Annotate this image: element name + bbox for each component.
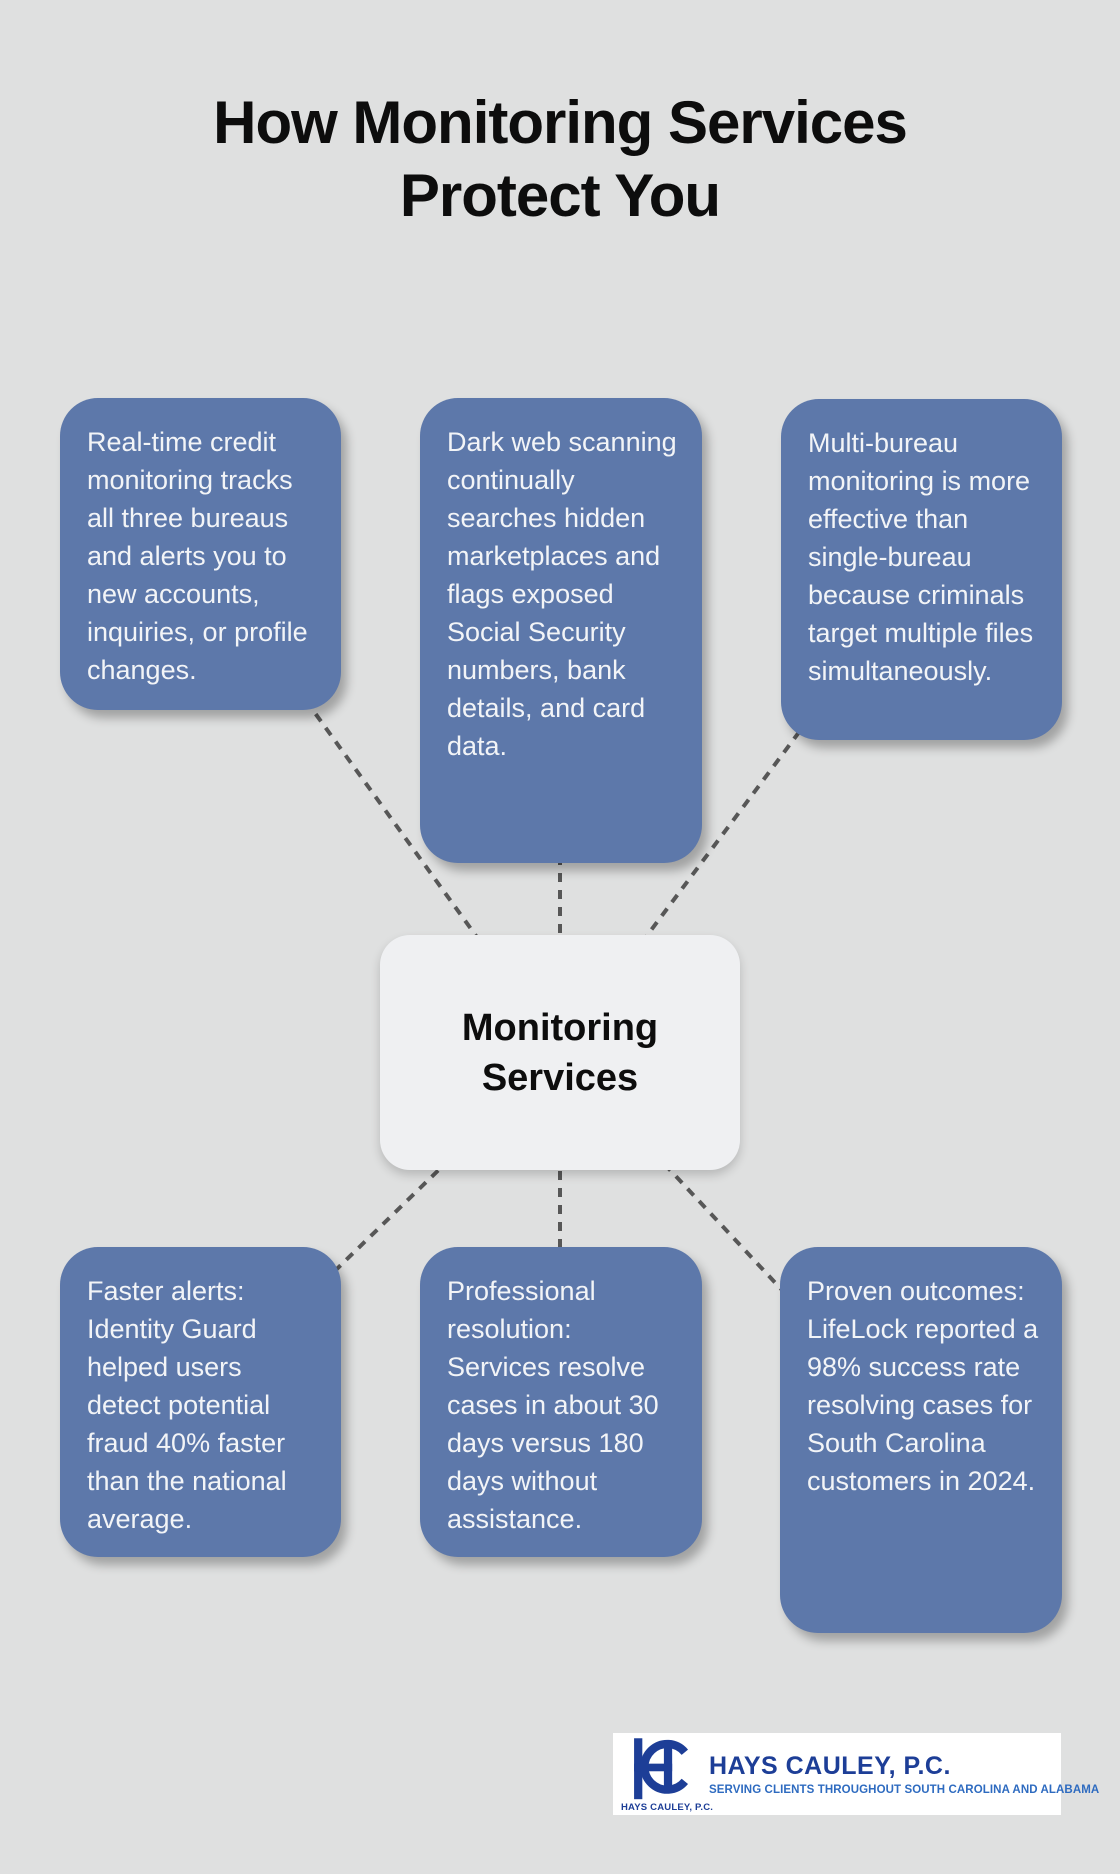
benefit-box-faster-alerts: Faster alerts: Identity Guard helped use… (60, 1247, 341, 1557)
benefit-text: Proven outcomes: LifeLock reported a 98%… (807, 1276, 1039, 1496)
benefit-text: Multi-bureau monitoring is more effectiv… (808, 428, 1034, 686)
benefit-box-proven-outcomes: Proven outcomes: LifeLock reported a 98%… (780, 1247, 1062, 1633)
page-title-line2: Protect You (399, 162, 721, 229)
benefit-text: Faster alerts: Identity Guard helped use… (87, 1276, 287, 1534)
benefit-box-dark-web-scanning: Dark web scanning continually searches h… (420, 398, 702, 863)
logo-text-block: HAYS CAULEY, P.C. SERVING CLIENTS THROUG… (709, 1752, 1099, 1796)
central-hub-label: Monitoring Services (461, 1006, 659, 1099)
monogram-caption: HAYS CAULEY, P.C. (621, 1802, 714, 1813)
benefit-box-realtime-monitoring: Real-time credit monitoring tracks all t… (60, 398, 341, 710)
logo-firm-name: HAYS CAULEY, P.C. (709, 1752, 951, 1780)
benefit-box-multi-bureau: Multi-bureau monitoring is more effectiv… (781, 399, 1062, 740)
benefit-box-professional-resolution: Professional resolution: Services resolv… (420, 1247, 702, 1557)
benefit-text: Real-time credit monitoring tracks all t… (87, 427, 308, 685)
hays-cauley-logo: HAYS CAULEY, P.C. HAYS CAULEY, P.C. SERV… (613, 1733, 1099, 1815)
page-title: How Monitoring Services Protect You (0, 86, 1120, 232)
page-title-line1: How Monitoring Services (213, 89, 908, 156)
benefit-text: Professional resolution: Services resolv… (447, 1276, 659, 1534)
central-hub-node: Monitoring Services (380, 935, 740, 1170)
logo-tagline: SERVING CLIENTS THROUGHOUT SOUTH CAROLIN… (709, 1784, 1100, 1796)
hc-monogram-icon: HAYS CAULEY, P.C. (613, 1733, 713, 1815)
benefit-text: Dark web scanning continually searches h… (447, 427, 677, 761)
